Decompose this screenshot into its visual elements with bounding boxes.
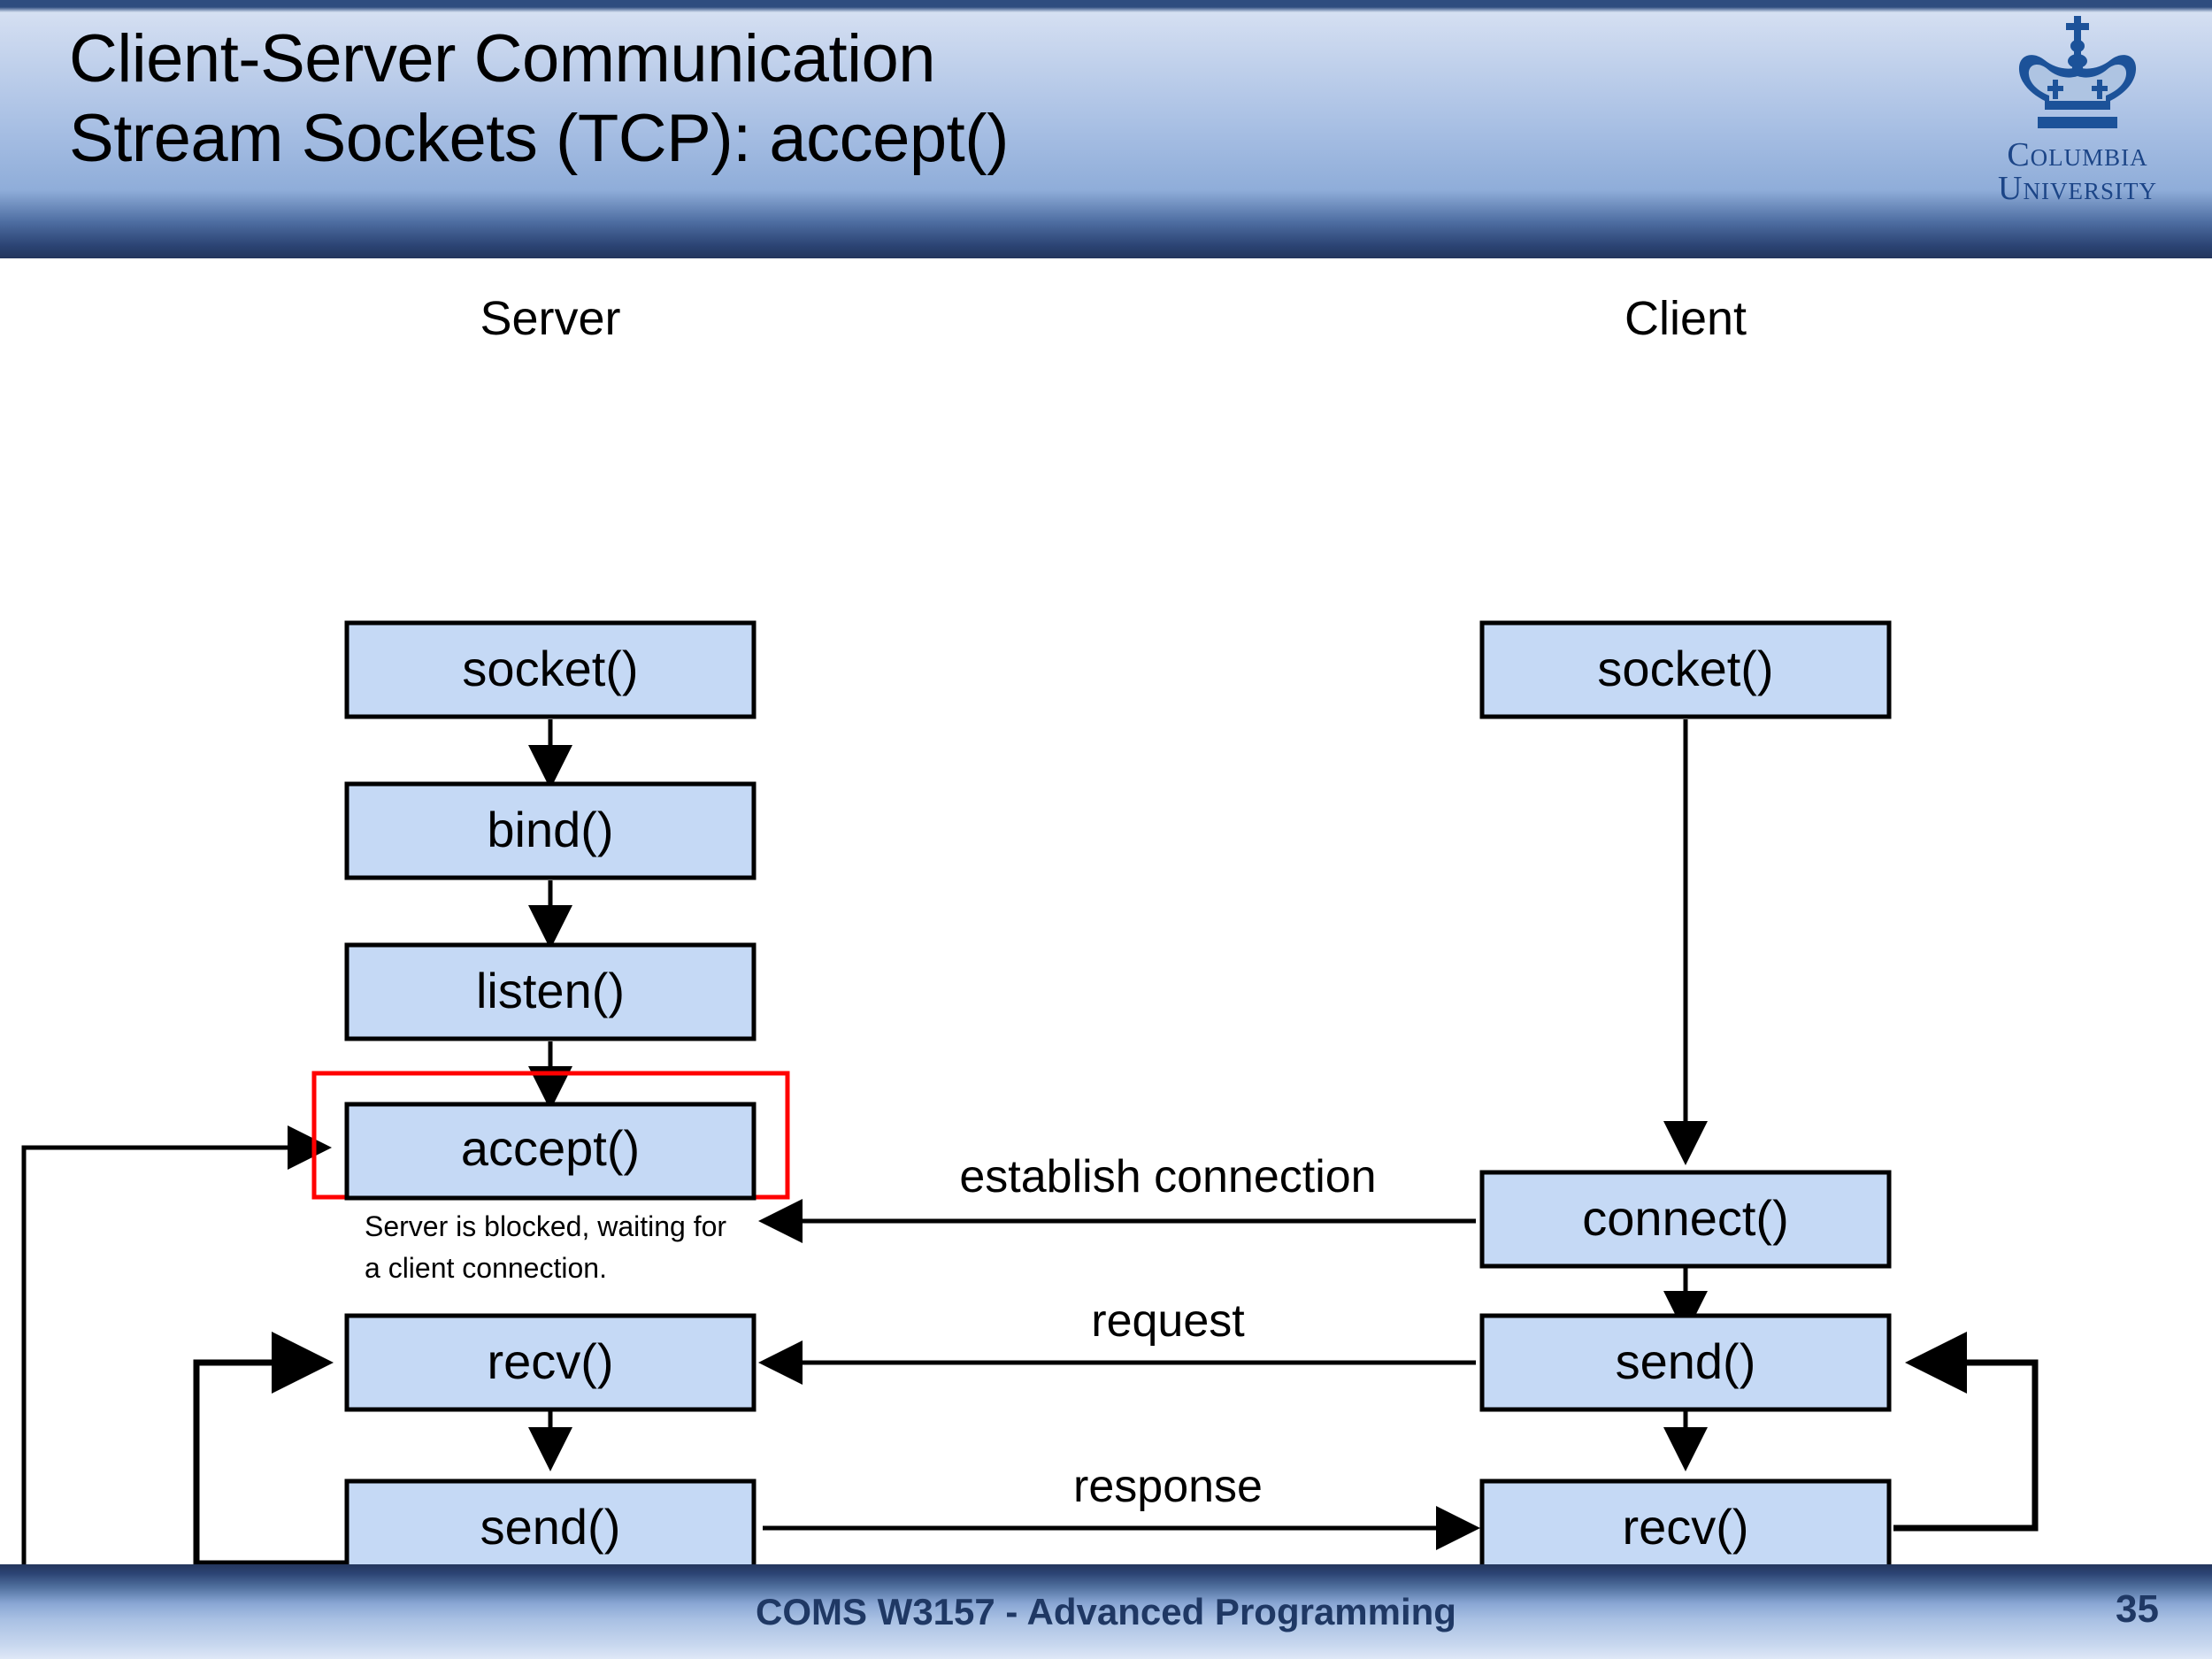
slide-body: Server Client establish conne [0,258,2212,1564]
node-client-connect[interactable]: connect() [1479,1170,1892,1269]
node-server-recv[interactable]: recv() [344,1313,757,1412]
accept-note-line1: Server is blocked, waiting for [365,1210,726,1242]
footer-page-number: 35 [2116,1587,2159,1631]
footer-course-label: COMS W3157 - Advanced Programming [756,1591,1456,1632]
columbia-logo: Columbia University [1962,14,2193,235]
client-server-flow-diagram: Server Client establish conne [21,292,2039,1564]
node-client-recv[interactable]: recv() [1479,1479,1892,1564]
node-client-socket[interactable]: socket() [1479,620,1892,719]
node-label: bind() [487,802,613,857]
node-label: send() [480,1499,621,1555]
node-label: socket() [1597,641,1773,696]
column-title-client: Client [1624,292,1747,345]
message-label-request: request [1091,1295,1245,1347]
edge-server-send-loop-recv [193,1332,347,1564]
node-label: socket() [462,641,638,696]
node-server-accept[interactable]: accept() [344,1102,757,1201]
node-label: accept() [461,1120,640,1176]
node-label: connect() [1582,1190,1788,1246]
node-label: recv() [487,1333,613,1389]
column-title-server: Server [480,292,620,345]
node-server-send[interactable]: send() [344,1479,757,1564]
node-server-listen[interactable]: listen() [344,942,757,1041]
message-label-establish: establish connection [959,1151,1376,1202]
columbia-logo-text: Columbia University [1998,136,2157,207]
node-label: listen() [476,963,625,1018]
node-server-socket[interactable]: socket() [344,620,757,719]
node-client-send[interactable]: send() [1479,1313,1892,1412]
slide-footer: COMS W3157 - Advanced Programming 35 [0,1564,2212,1659]
columbia-crown-icon [2018,16,2137,128]
node-label: recv() [1622,1499,1748,1555]
message-label-response: response [1073,1461,1263,1512]
node-label: send() [1616,1333,1756,1389]
page-title: Client-Server Communication Stream Socke… [69,21,1009,176]
edge-server-close-loop-accept [21,1125,332,1564]
slide-header: Client-Server Communication Stream Socke… [0,0,2212,258]
accept-note-line2: a client connection. [365,1252,607,1284]
edge-client-recv-loop-send [1893,1332,2039,1532]
node-server-bind[interactable]: bind() [344,781,757,880]
